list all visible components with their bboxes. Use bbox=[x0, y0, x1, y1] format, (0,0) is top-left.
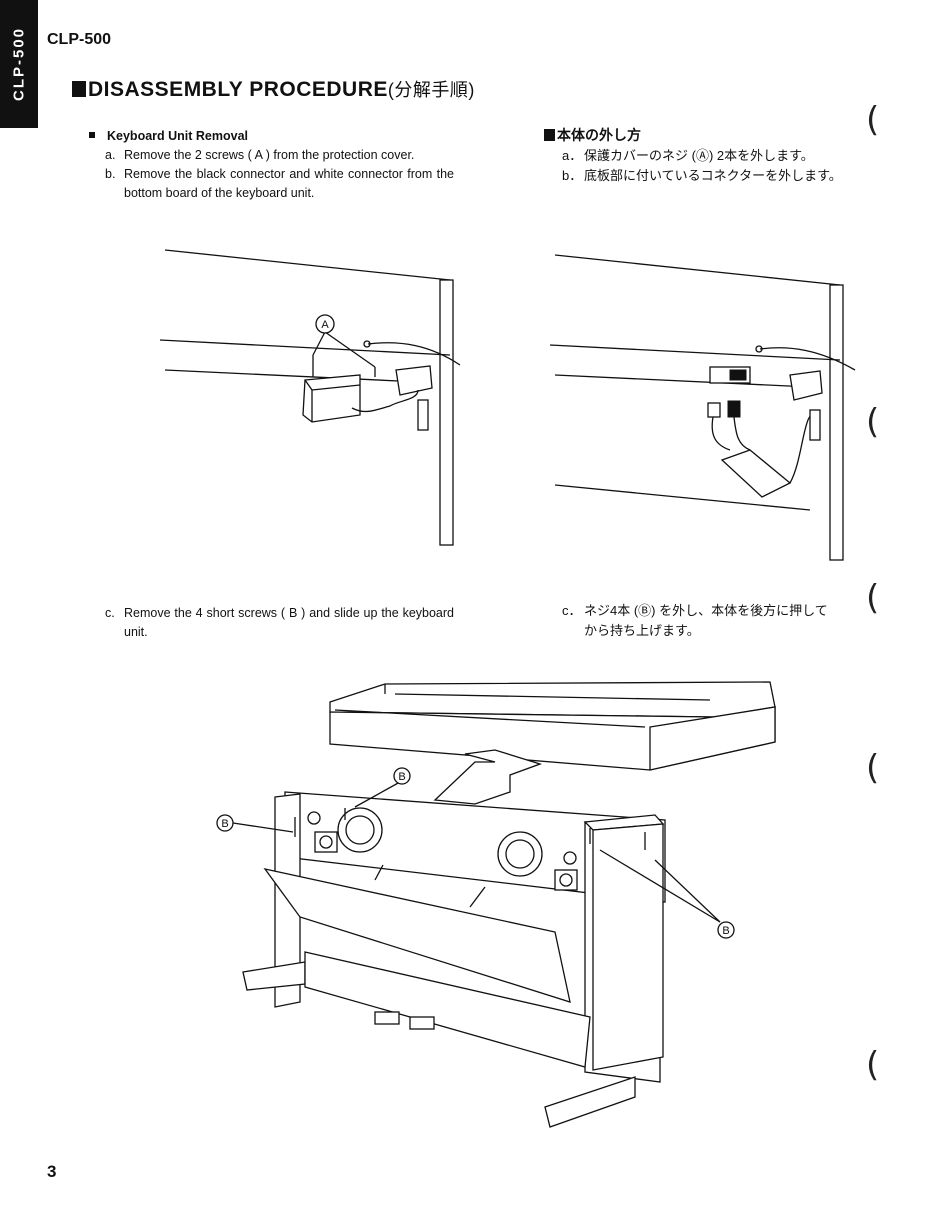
step-text: ネジ4本 (Ⓑ) を外し、本体を後方に押してから持ち上げます。 bbox=[584, 603, 828, 638]
square-bullet-icon bbox=[544, 129, 555, 141]
step-text: Remove the black connector and white con… bbox=[124, 167, 454, 200]
jp-heading: 本体の外し方 bbox=[544, 125, 844, 146]
step-text: 保護カバーのネジ (Ⓐ) 2本を外します。 bbox=[584, 148, 814, 163]
binder-hole-mark: ( bbox=[866, 1045, 880, 1085]
step-label: b． bbox=[562, 168, 583, 183]
model-name: CLP-500 bbox=[47, 31, 112, 48]
en-instructions-ab: Keyboard Unit Removal a. Remove the 2 scr… bbox=[89, 127, 454, 203]
en-step-a: a. Remove the 2 screws ( A ) from the pro… bbox=[105, 146, 454, 165]
step-text: 底板部に付いているコネクターを外します。 bbox=[584, 168, 842, 183]
binder-hole-mark: ( bbox=[866, 578, 880, 618]
en-step-c: c. Remove the 4 short screws ( B ) and sl… bbox=[105, 604, 454, 642]
jp-step-c: c．ネジ4本 (Ⓑ) を外し、本体を後方に押してから持ち上げます。 bbox=[562, 601, 832, 641]
label-a-callout: A bbox=[321, 319, 329, 331]
figure-keyboard-unit-removal: B B B bbox=[216, 681, 776, 1128]
step-label: c． bbox=[562, 603, 582, 618]
label-b-callout-top: B bbox=[398, 771, 405, 783]
step-label: a. bbox=[105, 148, 116, 162]
figure-connectors bbox=[550, 254, 856, 561]
jp-step-b: b．底板部に付いているコネクターを外します。 bbox=[562, 166, 844, 186]
binder-hole-mark: ( bbox=[866, 402, 880, 442]
step-label: a． bbox=[562, 148, 583, 163]
jp-heading-text: 本体の外し方 bbox=[557, 127, 641, 143]
square-bullet-icon bbox=[72, 81, 86, 97]
jp-step-a: a．保護カバーのネジ (Ⓐ) 2本を外します。 bbox=[562, 146, 844, 166]
en-step-b: b. Remove the black connector and white c… bbox=[105, 165, 454, 203]
binder-hole-mark: ( bbox=[866, 748, 880, 788]
jp-instructions-ab: 本体の外し方 a．保護カバーのネジ (Ⓐ) 2本を外します。 b．底板部に付いて… bbox=[544, 125, 844, 186]
step-label: b. bbox=[105, 167, 116, 181]
step-text: Remove the 2 screws ( A ) from the prote… bbox=[124, 148, 415, 162]
side-tab: CLP-500 bbox=[0, 0, 38, 128]
label-b-callout-left: B bbox=[221, 818, 228, 830]
side-tab-label: CLP-500 bbox=[10, 26, 28, 102]
figure-protection-cover-screws: A bbox=[160, 249, 461, 546]
step-text: Remove the 4 short screws ( B ) and slid… bbox=[124, 606, 454, 639]
en-heading: Keyboard Unit Removal bbox=[89, 127, 454, 146]
step-label: c. bbox=[105, 606, 115, 620]
page-number: 3 bbox=[47, 1162, 57, 1181]
square-bullet-icon bbox=[89, 132, 95, 138]
title-en: DISASSEMBLY PROCEDURE bbox=[88, 78, 388, 101]
label-b-callout-right: B bbox=[722, 925, 729, 937]
title-jp: (分解手順) bbox=[387, 80, 475, 100]
en-heading-text: Keyboard Unit Removal bbox=[107, 129, 249, 143]
page-title: DISASSEMBLY PROCEDURE(分解手順) bbox=[72, 76, 475, 102]
binder-hole-mark: ( bbox=[866, 100, 880, 140]
